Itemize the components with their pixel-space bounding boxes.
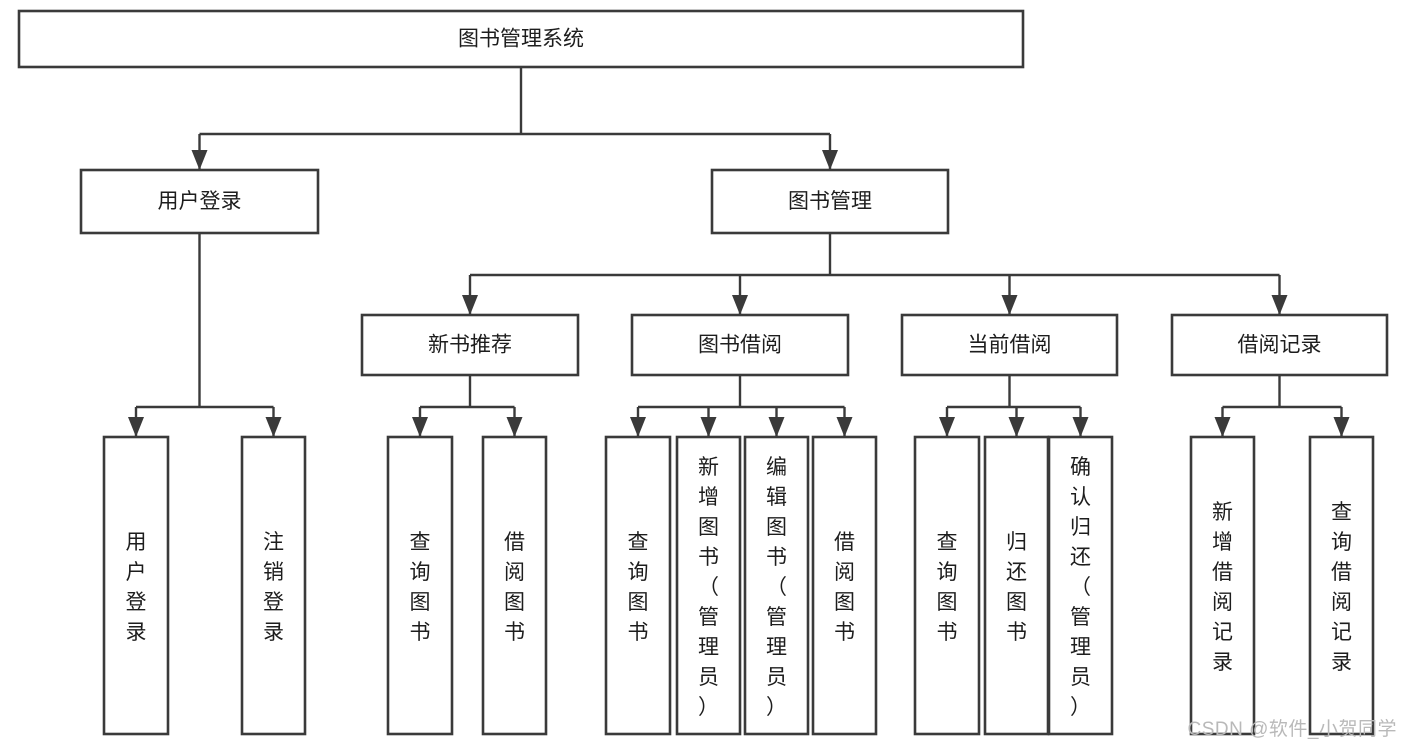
- node-leaf-borrow-book-box[interactable]: [811, 435, 878, 736]
- node-leaf-confirm-return[interactable]: 确认归还（管理员）: [1047, 435, 1114, 736]
- node-leaf-query-book-rec-box[interactable]: [386, 435, 454, 736]
- node-leaf-query-borrow-record-box[interactable]: [1308, 435, 1375, 736]
- node-borrow-record-label: 借阅记录: [1238, 334, 1322, 357]
- arrow-head-icon: [836, 417, 853, 437]
- node-leaf-add-book-label: 新增图书（管理员）: [698, 456, 719, 719]
- arrow-head-icon: [462, 295, 478, 315]
- node-leaf-add-book-box[interactable]: [675, 435, 742, 736]
- nodes-layer: 图书管理系统用户登录图书管理新书推荐图书借阅当前借阅借阅记录用户登录注销登录查询…: [17, 9, 1389, 736]
- node-leaf-query-borrow-record-label: 查询借阅记录: [1331, 501, 1352, 674]
- node-user-login-label: 用户登录: [158, 190, 242, 213]
- node-leaf-add-borrow-record[interactable]: 新增借阅记录: [1189, 435, 1256, 736]
- arrow-head-icon: [1333, 417, 1350, 437]
- node-leaf-user-login[interactable]: 用户登录: [102, 435, 170, 736]
- node-borrow-record[interactable]: 借阅记录: [1170, 313, 1389, 377]
- node-leaf-query-book-current[interactable]: 查询图书: [913, 435, 981, 736]
- node-user-login-box[interactable]: [79, 168, 320, 235]
- arrow-head-icon: [128, 417, 144, 437]
- node-leaf-edit-book-label: 编辑图书（管理员）: [766, 456, 787, 719]
- node-leaf-query-book-rec[interactable]: 查询图书: [386, 435, 454, 736]
- node-user-login[interactable]: 用户登录: [79, 168, 320, 235]
- arrow-head-icon: [700, 417, 717, 437]
- arrow-head-icon: [630, 417, 646, 437]
- node-current-borrow[interactable]: 当前借阅: [900, 313, 1119, 377]
- node-leaf-query-book-borrow-box[interactable]: [604, 435, 672, 736]
- node-book-borrow[interactable]: 图书借阅: [630, 313, 850, 377]
- arrow-head-icon: [732, 295, 748, 315]
- node-leaf-edit-book[interactable]: 编辑图书（管理员）: [743, 435, 810, 736]
- node-leaf-borrow-book-rec-box[interactable]: [481, 435, 548, 736]
- arrow-head-icon: [768, 417, 785, 437]
- arrow-head-icon: [822, 150, 838, 170]
- arrow-head-icon: [1072, 417, 1089, 437]
- node-leaf-confirm-return-box[interactable]: [1047, 435, 1114, 736]
- node-leaf-edit-book-box[interactable]: [743, 435, 810, 736]
- node-leaf-query-book-current-label: 查询图书: [937, 531, 958, 644]
- node-leaf-query-book-borrow[interactable]: 查询图书: [604, 435, 672, 736]
- arrow-head-icon: [1008, 417, 1025, 437]
- node-book-borrow-label: 图书借阅: [698, 334, 782, 357]
- node-borrow-record-box[interactable]: [1170, 313, 1389, 377]
- node-leaf-user-logout-label: 注销登录: [263, 531, 284, 644]
- node-leaf-user-login-box[interactable]: [102, 435, 170, 736]
- node-leaf-return-book-label: 归还图书: [1006, 531, 1027, 644]
- node-leaf-add-borrow-record-box[interactable]: [1189, 435, 1256, 736]
- csdn-watermark: CSDN @软件_小贺同学: [1187, 719, 1397, 740]
- node-root-system-label: 图书管理系统: [458, 28, 584, 51]
- node-leaf-query-book-current-box[interactable]: [913, 435, 981, 736]
- node-leaf-user-logout[interactable]: 注销登录: [240, 435, 307, 736]
- node-leaf-confirm-return-label: 确认归还（管理员）: [1070, 456, 1091, 719]
- node-leaf-return-book[interactable]: 归还图书: [983, 435, 1050, 736]
- node-book-borrow-box[interactable]: [630, 313, 850, 377]
- node-leaf-query-borrow-record[interactable]: 查询借阅记录: [1308, 435, 1375, 736]
- arrow-head-icon: [265, 417, 282, 437]
- node-book-manage-box[interactable]: [710, 168, 950, 235]
- node-leaf-add-borrow-record-label: 新增借阅记录: [1212, 501, 1233, 674]
- node-book-manage-label: 图书管理: [788, 190, 872, 213]
- arrow-head-icon: [506, 417, 523, 437]
- arrow-head-icon: [1001, 295, 1018, 315]
- arrow-head-icon: [191, 150, 208, 170]
- node-new-book-rec-box[interactable]: [360, 313, 580, 377]
- arrow-head-icon: [412, 417, 428, 437]
- node-leaf-add-book[interactable]: 新增图书（管理员）: [675, 435, 742, 736]
- node-root-system-box[interactable]: [17, 9, 1025, 69]
- connectors-layer: [128, 67, 1350, 437]
- node-leaf-query-book-borrow-label: 查询图书: [628, 531, 649, 644]
- node-leaf-user-logout-box[interactable]: [240, 435, 307, 736]
- node-leaf-user-login-label: 用户登录: [126, 531, 147, 644]
- node-current-borrow-box[interactable]: [900, 313, 1119, 377]
- node-book-manage[interactable]: 图书管理: [710, 168, 950, 235]
- arrow-head-icon: [1271, 295, 1288, 315]
- node-current-borrow-label: 当前借阅: [968, 334, 1052, 357]
- node-leaf-query-book-rec-label: 查询图书: [410, 531, 431, 644]
- node-new-book-rec-label: 新书推荐: [428, 334, 512, 357]
- node-leaf-borrow-book-rec-label: 借阅图书: [504, 531, 525, 644]
- node-leaf-borrow-book-rec[interactable]: 借阅图书: [481, 435, 548, 736]
- arrow-head-icon: [1214, 417, 1231, 437]
- node-leaf-borrow-book-label: 借阅图书: [834, 531, 855, 644]
- node-leaf-return-book-box[interactable]: [983, 435, 1050, 736]
- node-root-system[interactable]: 图书管理系统: [17, 9, 1025, 69]
- arrow-head-icon: [939, 417, 955, 437]
- node-new-book-rec[interactable]: 新书推荐: [360, 313, 580, 377]
- node-leaf-borrow-book[interactable]: 借阅图书: [811, 435, 878, 736]
